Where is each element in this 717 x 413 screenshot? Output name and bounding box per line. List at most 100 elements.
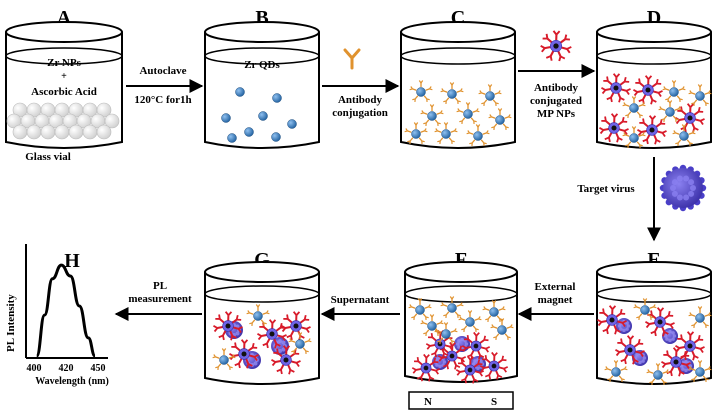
quantum-dot: [235, 87, 245, 97]
antibody-qd: [646, 363, 670, 385]
antibody-qd: [672, 124, 696, 146]
mp-nanoparticle: [637, 115, 667, 145]
zr-quantum-dots: [221, 87, 297, 143]
separated-complexes: [212, 304, 312, 375]
antibody-qd: [246, 304, 270, 326]
quantum-dot: [272, 93, 282, 103]
quantum-dot: [441, 329, 451, 339]
glass-bead: [26, 124, 42, 140]
antibody-qd: [420, 314, 444, 336]
mp-nanoparticle: [615, 335, 645, 365]
quantum-dot: [411, 129, 421, 139]
arrow-a-b: Autoclave 120°C for1h: [126, 65, 204, 106]
arrow-c-d: Antibody conjugated MP NPs: [518, 30, 596, 120]
antibody-qd: [490, 318, 514, 340]
antibody-qd: [466, 124, 490, 146]
quantum-dot: [271, 132, 281, 142]
glass-bead: [96, 124, 112, 140]
mp-nanoparticle: [675, 331, 705, 361]
quantum-dot: [227, 133, 237, 143]
magnet-north: N: [424, 396, 432, 408]
mp-nanoparticle: [213, 311, 243, 341]
antibody-qd: [622, 126, 646, 148]
step-cd-line2: conjugated: [530, 95, 582, 107]
antibody-qd: [420, 104, 444, 126]
mp-nanoparticle: [645, 307, 675, 337]
quantum-dot: [219, 355, 229, 365]
antibody-qd: [482, 300, 506, 322]
quantum-dot: [485, 91, 495, 101]
mp-nanoparticle: [411, 353, 441, 382]
mp-nanoparticle: [599, 113, 629, 143]
antibody-qd: [212, 348, 236, 370]
mp-nanoparticle: [540, 30, 572, 62]
step-gh-line1: PL: [153, 280, 167, 292]
quantum-dot: [669, 87, 679, 97]
quantum-dot: [640, 305, 650, 315]
mp-nanoparticle: [455, 355, 485, 384]
vial-b-label: Zr QDs: [244, 59, 280, 71]
mp-nanoparticle: [601, 73, 631, 103]
panel-letter-h: H: [64, 250, 80, 272]
quantum-dot: [287, 119, 297, 129]
vial-a-line3: Ascorbic Acid: [31, 86, 97, 98]
quantum-dot: [695, 313, 705, 323]
step-de: Target virus: [577, 183, 635, 195]
step-cd-line3: MP NPs: [537, 108, 576, 120]
antibody-qd: [662, 80, 686, 102]
step-fg: Supernatant: [331, 294, 390, 306]
virus-icon: [659, 164, 707, 212]
quantum-dot: [244, 127, 254, 137]
quantum-dot: [695, 367, 705, 377]
magnet-south: S: [491, 396, 497, 408]
quantum-dot: [679, 131, 689, 141]
antibody-qd: [478, 84, 502, 106]
glass-bead: [54, 124, 70, 140]
mp-nanoparticle: [661, 347, 691, 377]
vial-a-caption: Glass vial: [25, 151, 71, 163]
vial-a-line1: Zr NPs: [47, 57, 81, 69]
quantum-dot: [427, 321, 437, 331]
mp-nanoparticle: [633, 75, 663, 105]
vial-g: G: [204, 249, 320, 385]
quantum-dot: [465, 317, 475, 327]
x-axis-label: Wavelength (nm): [35, 376, 109, 387]
vial-c: C: [400, 7, 516, 149]
quantum-dot: [427, 111, 437, 121]
quantum-dot: [295, 339, 305, 349]
antibody-qd: [408, 298, 432, 320]
glass-bead: [12, 124, 28, 140]
glass-bead: [104, 113, 120, 129]
antibody-qd: [658, 100, 682, 122]
antibody-qd: [458, 310, 482, 332]
antibody-qd: [440, 296, 464, 318]
antibody-qd: [688, 306, 712, 328]
quantum-dot: [221, 113, 231, 123]
vial-b: B Zr QDs: [204, 7, 320, 149]
vial-f: F N S: [404, 249, 518, 410]
mp-nanoparticle: [479, 351, 509, 380]
step-bc-line2: conjugation: [332, 107, 388, 119]
magnetically-separated-mixture: [408, 296, 514, 384]
magnet: N S: [408, 391, 514, 410]
quantum-dot: [416, 87, 426, 97]
mp-nanoparticle: [271, 345, 301, 375]
mp-nanoparticle: [461, 331, 491, 360]
antibody-qd: [688, 84, 712, 106]
quantum-dot: [415, 305, 425, 315]
antibody-qd: [409, 80, 433, 102]
mp-nanoparticle: [281, 311, 311, 341]
virus-captured-mixture: [597, 298, 712, 385]
vial-e: E: [596, 249, 712, 385]
quantum-dot: [489, 307, 499, 317]
step-ef-line2: magnet: [538, 294, 573, 306]
mp-nanoparticle-icon: [540, 30, 572, 62]
quantum-dot: [611, 367, 621, 377]
quantum-dot: [473, 131, 483, 141]
antibody-qd: [288, 332, 312, 354]
vial-d: D: [596, 7, 712, 149]
antibody-qd: [633, 298, 657, 320]
